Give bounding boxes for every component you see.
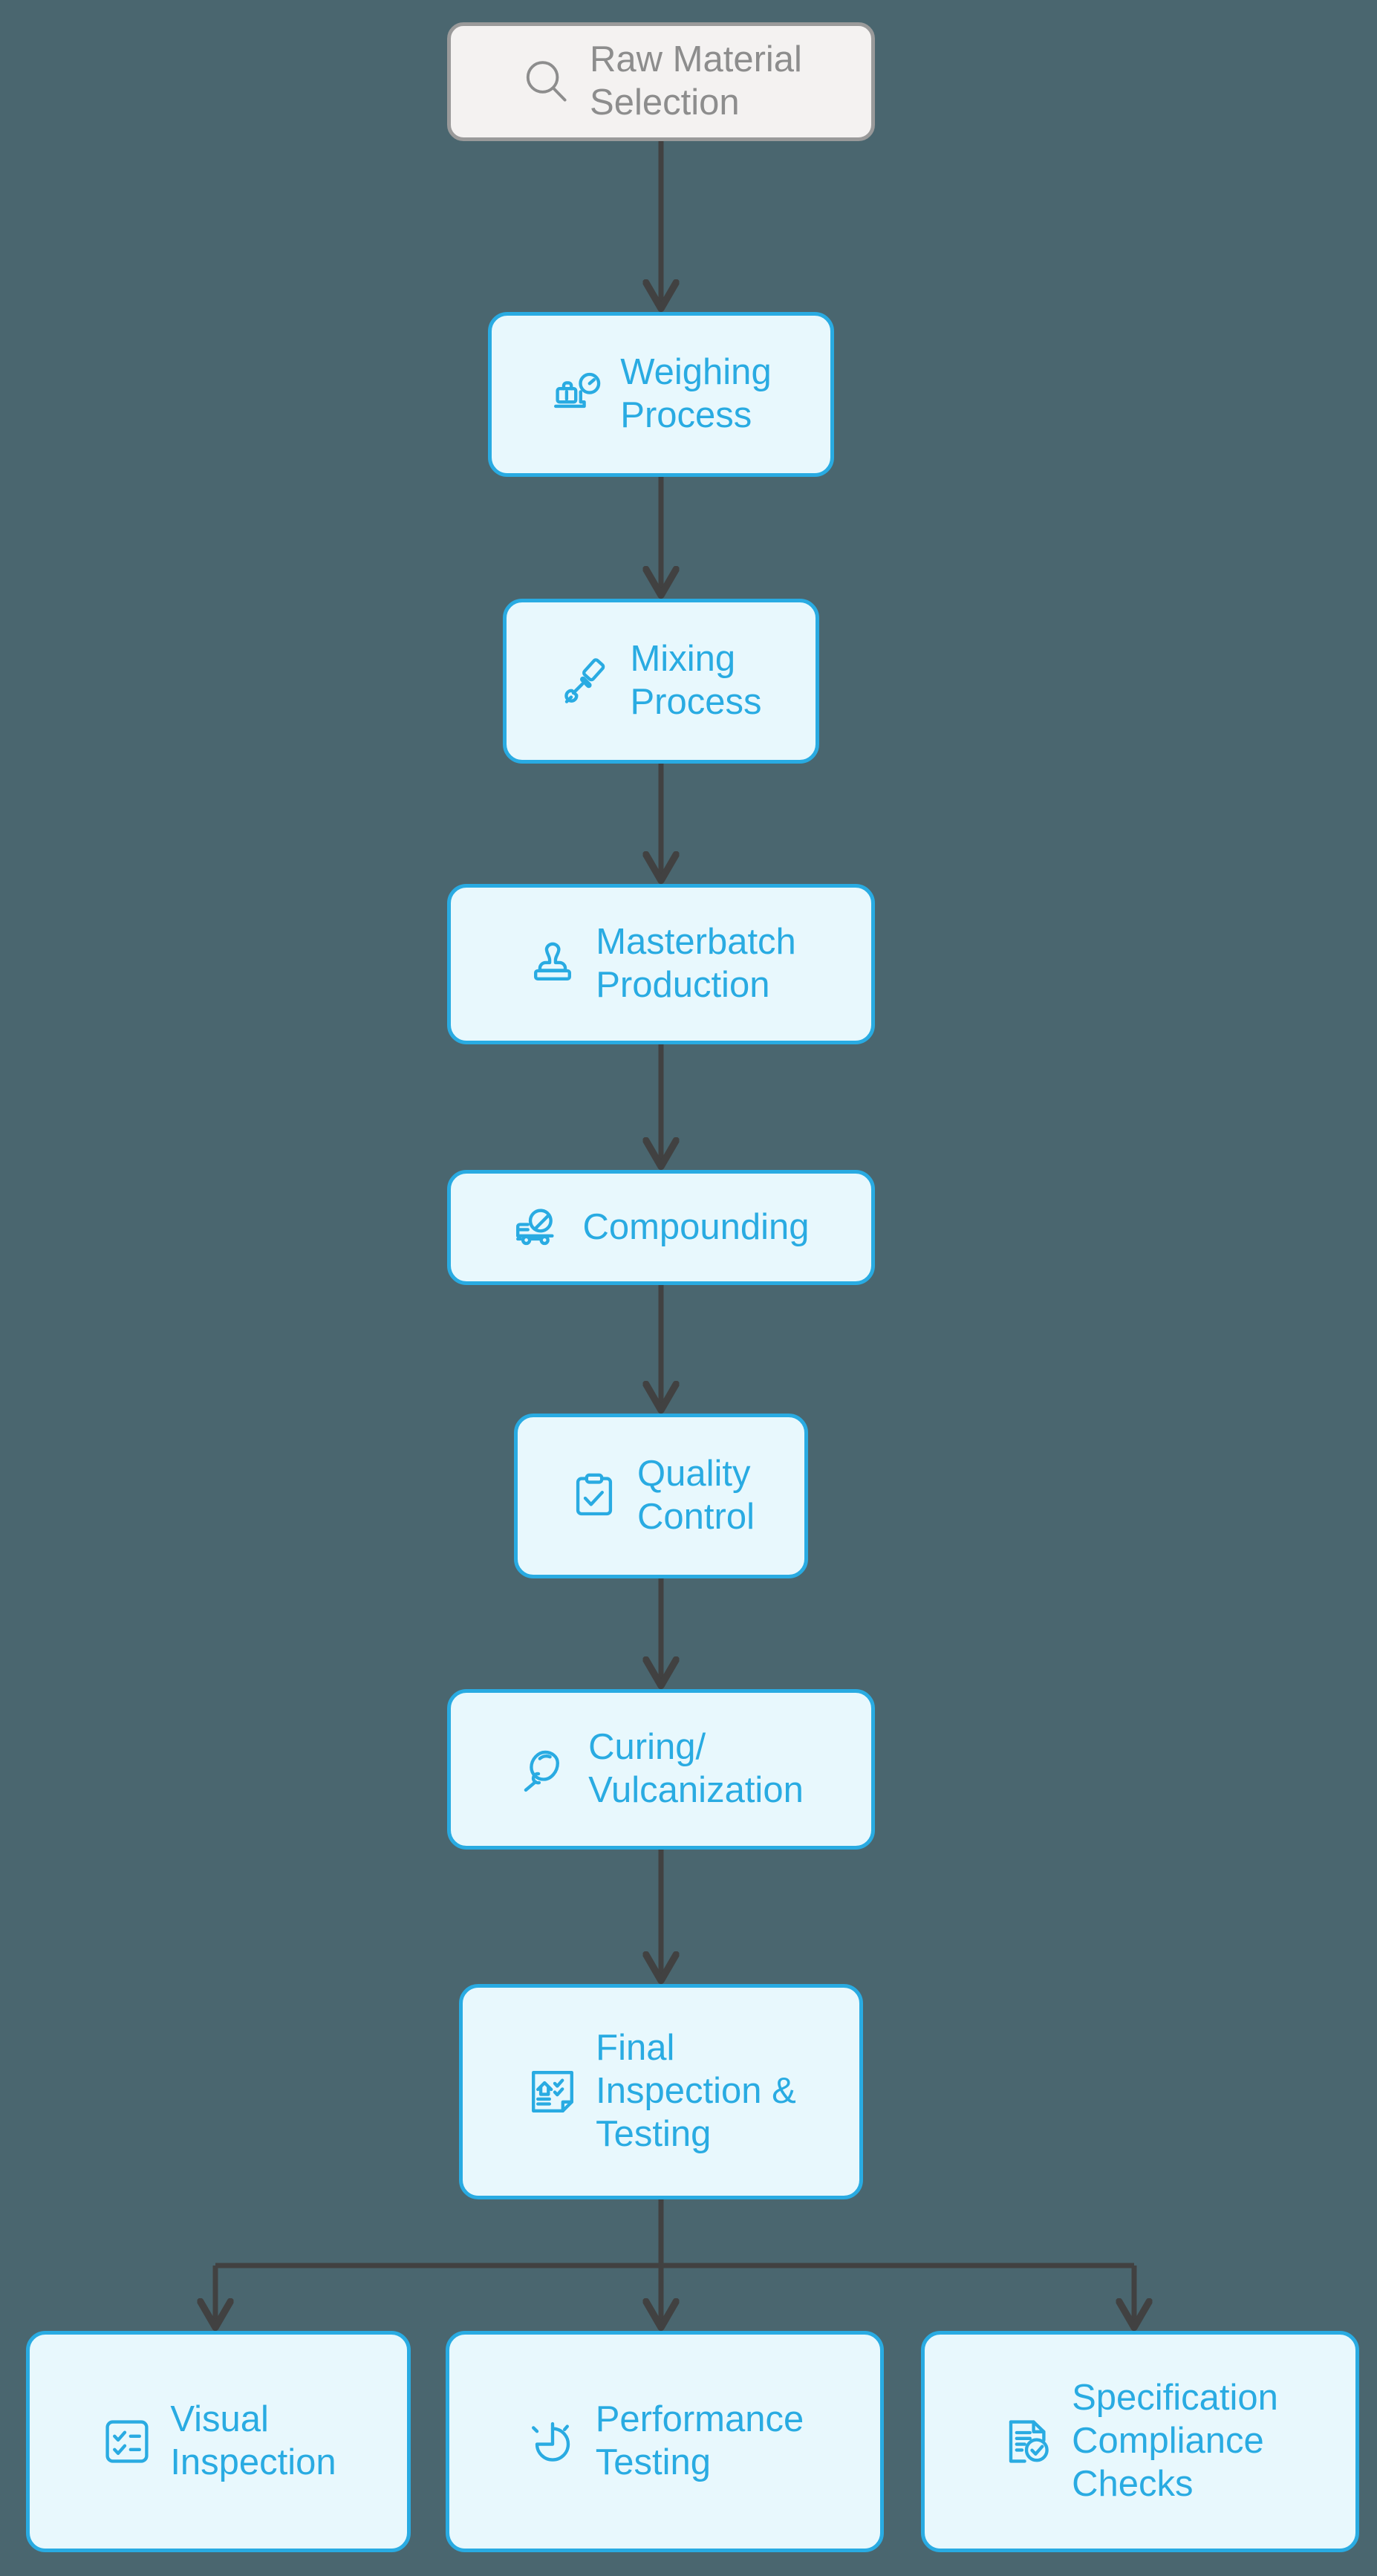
rubber-stamp-icon bbox=[526, 937, 579, 991]
node-final-inspection-testing[interactable]: Final Inspection & Testing bbox=[459, 1984, 863, 2199]
node-label: Curing/ Vulcanization bbox=[588, 1727, 804, 1810]
node-raw-material-selection[interactable]: Raw Material Selection bbox=[447, 22, 875, 141]
node-label: Mixing Process bbox=[630, 639, 762, 722]
node-mixing-process[interactable]: Mixing Process bbox=[503, 599, 819, 764]
node-label: Specification Compliance Checks bbox=[1072, 2378, 1278, 2504]
node-performance-testing[interactable]: Performance Testing bbox=[446, 2331, 884, 2552]
node-curing-vulcanization[interactable]: Curing/ Vulcanization bbox=[447, 1689, 875, 1850]
node-label: Weighing Process bbox=[620, 352, 772, 435]
node-masterbatch-production[interactable]: Masterbatch Production bbox=[447, 884, 875, 1044]
magnifier-icon bbox=[520, 55, 573, 108]
node-label: Quality Control bbox=[637, 1454, 755, 1537]
mixer-truck-icon bbox=[512, 1201, 566, 1255]
node-label: Raw Material Selection bbox=[590, 39, 802, 123]
node-compounding[interactable]: Compounding bbox=[447, 1170, 875, 1285]
stopwatch-icon bbox=[526, 2415, 579, 2468]
node-label: Final Inspection & Testing bbox=[596, 2028, 796, 2154]
node-quality-control[interactable]: Quality Control bbox=[514, 1414, 808, 1578]
inspection-report-icon bbox=[526, 2065, 579, 2118]
node-label: Visual Inspection bbox=[170, 2399, 336, 2482]
clipboard-check-icon bbox=[567, 1469, 621, 1523]
hand-mixer-icon bbox=[560, 654, 613, 708]
node-visual-inspection[interactable]: Visual Inspection bbox=[26, 2331, 411, 2552]
node-specification-compliance-checks[interactable]: Specification Compliance Checks bbox=[921, 2331, 1359, 2552]
document-verified-icon bbox=[1002, 2415, 1055, 2468]
node-label: Performance Testing bbox=[595, 2399, 804, 2482]
balloon-icon bbox=[518, 1743, 572, 1796]
node-label: Masterbatch Production bbox=[596, 922, 796, 1005]
node-weighing-process[interactable]: Weighing Process bbox=[488, 312, 834, 477]
weighing-scale-icon bbox=[550, 368, 604, 421]
checklist-square-icon bbox=[100, 2415, 154, 2468]
node-label: Compounding bbox=[582, 1206, 810, 1247]
